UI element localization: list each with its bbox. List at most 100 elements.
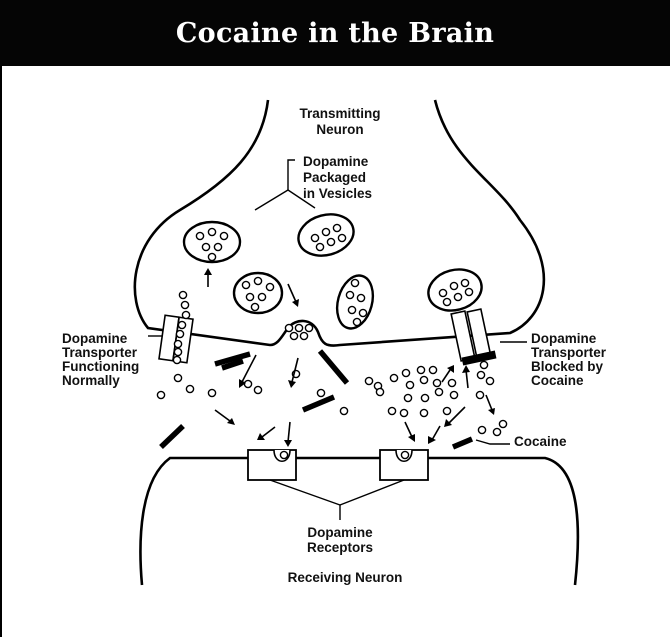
dopamine-molecule (454, 293, 461, 300)
dopamine-molecule (420, 409, 427, 416)
dopamine-molecule (305, 324, 312, 331)
label-transmitting-neuron: Transmitting Neuron (299, 106, 380, 137)
dopamine-molecule (493, 428, 500, 435)
dopamine-molecule (338, 234, 345, 241)
dopamine-molecule (388, 407, 395, 414)
dopamine-molecule (433, 379, 440, 386)
dopamine-molecule (295, 324, 302, 331)
dopamine-molecule (443, 407, 450, 414)
dopamine-molecule (174, 340, 181, 347)
dopamine-molecule (402, 369, 409, 376)
dopamine-molecule (300, 332, 307, 339)
label-vesicles: Dopamine Packaged in Vesicles (303, 154, 372, 201)
dopamine-molecule (477, 371, 484, 378)
label-transporter-normal: Dopamine Transporter Functioning Normall… (62, 331, 139, 388)
dopamine-molecule (317, 389, 324, 396)
dopamine-molecule (461, 279, 468, 286)
transporter-blocked (451, 309, 496, 365)
dopamine-molecule (214, 243, 221, 250)
dopamine-molecule (157, 391, 164, 398)
dopamine-molecule (346, 291, 353, 298)
dopamine-molecule (404, 394, 411, 401)
dopamine-molecule (220, 232, 227, 239)
dopamine-molecule (376, 388, 383, 395)
dopamine-molecule (327, 238, 334, 245)
label-transporter-normal-line-4: Normally (62, 373, 120, 388)
dopamine-molecule (439, 289, 446, 296)
label-transporter-normal-line-1: Dopamine (62, 331, 128, 346)
dopamine-molecule (251, 303, 258, 310)
cocaine-molecule (303, 397, 334, 410)
dopamine-molecule (400, 409, 407, 416)
cocaine-molecule (320, 351, 347, 383)
dopamine-molecule (353, 318, 360, 325)
dopamine-molecule (178, 321, 185, 328)
dopamine-molecule (208, 389, 215, 396)
dopamine-molecule (254, 386, 261, 393)
dopamine-molecule (322, 228, 329, 235)
dopamine-molecule (311, 234, 318, 241)
dopamine-molecule (365, 377, 372, 384)
dopamine-molecule (443, 298, 450, 305)
label-cocaine: Cocaine (514, 434, 567, 449)
label-receptors: Dopamine Receptors (307, 525, 373, 555)
dopamine-molecule (208, 253, 215, 260)
label-receptors-line-2: Receptors (307, 540, 373, 555)
dopamine-molecule (450, 282, 457, 289)
dopamine-molecule (280, 451, 287, 458)
dopamine-molecule (390, 374, 397, 381)
dopamine-molecule (417, 366, 424, 373)
dopamine-molecule (186, 385, 193, 392)
label-transporter-blocked-line-3: Blocked by (531, 359, 604, 374)
dopamine-molecule (435, 388, 442, 395)
dopamine-molecule (181, 301, 188, 308)
label-transporter-blocked-line-4: Cocaine (531, 373, 584, 388)
label-transporter-blocked-line-1: Dopamine (531, 331, 597, 346)
cocaine-molecule (161, 426, 183, 447)
receiving-neuron-membrane (140, 458, 577, 585)
label-transmitting-neuron-line-2: Neuron (316, 122, 363, 137)
cocaine-molecule (453, 439, 472, 447)
dopamine-molecule (476, 391, 483, 398)
dopamine-molecule (357, 294, 364, 301)
dopamine-molecule (340, 407, 347, 414)
dopamine-molecule (173, 356, 180, 363)
dopamine-molecule (333, 224, 340, 231)
dopamine-molecule (465, 288, 472, 295)
dopamine-molecule (499, 420, 506, 427)
dopamine-molecule (244, 380, 251, 387)
dopamine-molecule (448, 379, 455, 386)
label-transporter-blocked-line-2: Transporter (531, 345, 607, 360)
dopamine-molecule (290, 332, 297, 339)
dopamine-molecule (478, 426, 485, 433)
dopamine-molecule (266, 283, 273, 290)
dopamine-molecule (258, 293, 265, 300)
dopamine-molecule (208, 228, 215, 235)
dopamine-molecule (429, 366, 436, 373)
label-vesicles-line-3: in Vesicles (303, 186, 372, 201)
dopamine-molecule (242, 281, 249, 288)
dopamine-molecule (359, 309, 366, 316)
dopamine-molecule (176, 330, 183, 337)
label-vesicles-line-2: Packaged (303, 170, 366, 185)
dopamine-molecule (401, 451, 408, 458)
dopamine-molecule (196, 232, 203, 239)
dopamine-molecule (174, 374, 181, 381)
label-transporter-blocked: Dopamine Transporter Blocked by Cocaine (531, 331, 607, 388)
dopamine-molecule (348, 306, 355, 313)
dopamine-receptor-left (248, 450, 296, 480)
dopamine-molecule (254, 277, 261, 284)
dopamine-molecule (421, 394, 428, 401)
dopamine-molecule (486, 377, 493, 384)
label-receptors-line-1: Dopamine (307, 525, 373, 540)
dopamine-molecule (450, 391, 457, 398)
dopamine-molecule (246, 293, 253, 300)
dopamine-molecule (202, 243, 209, 250)
label-vesicles-line-1: Dopamine (303, 154, 369, 169)
dopamine-molecule (351, 279, 358, 286)
dopamine-molecule (420, 376, 427, 383)
dopamine-molecule (182, 311, 189, 318)
dopamine-molecule (480, 361, 487, 368)
